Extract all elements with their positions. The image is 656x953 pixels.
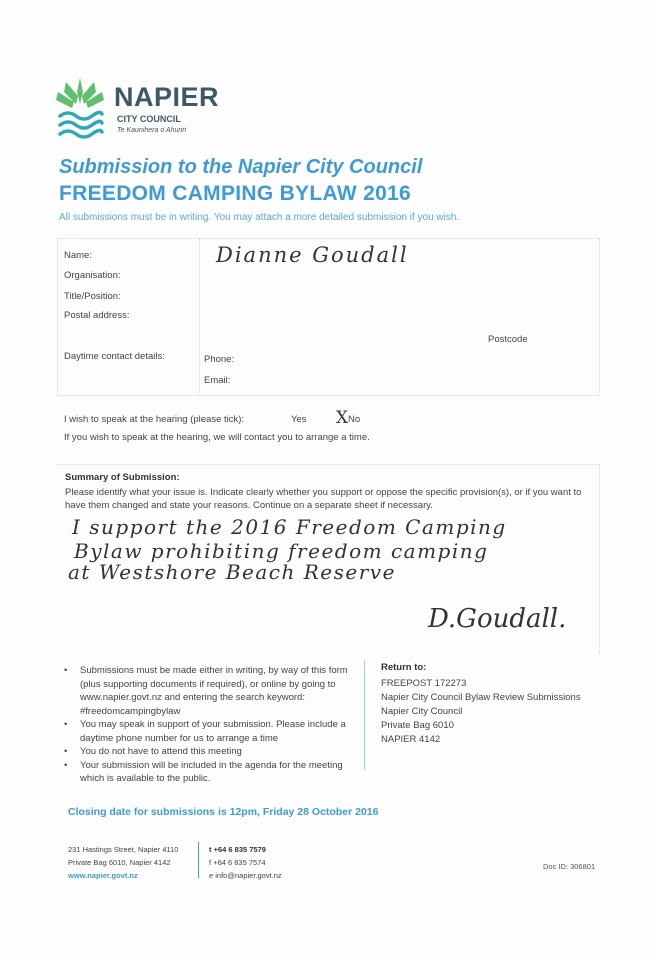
footer-email: e info@napier.govt.nz — [209, 869, 282, 882]
footer-contacts: t +64 6 835 7579 f +64 6 835 7574 e info… — [209, 843, 282, 882]
return-line: Napier City Council — [381, 706, 463, 717]
footer-fax-value: +64 6 835 7574 — [213, 858, 266, 867]
logo-subtitle: CITY COUNCIL — [117, 114, 181, 124]
doc-id: Doc ID: 306801 — [543, 862, 596, 871]
logo-tagline: Te Kaunihera o Ahuriri — [117, 127, 187, 134]
postal-address-label: Postal address: — [64, 310, 130, 321]
footer-phone-prefix: t — [209, 845, 212, 854]
email-label: Email: — [204, 375, 231, 386]
left-divider — [57, 238, 58, 394]
footer-email-value[interactable]: info@napier.govt.nz — [215, 871, 282, 880]
footer-fax: f +64 6 835 7574 — [209, 856, 282, 869]
info-bullet: Your submission will be included in the … — [64, 759, 354, 786]
phone-label: Phone: — [204, 354, 235, 365]
footer-phone: t +64 6 835 7579 — [209, 843, 282, 856]
handwritten-line-3[interactable]: at Westshore Beach Reserve — [68, 560, 396, 584]
postcode-label: Postcode — [488, 334, 528, 345]
footer-address-line: 231 Hastings Street, Napier 4110 — [68, 845, 179, 854]
title-position-label: Title/Position: — [64, 291, 121, 302]
footer-divider — [198, 842, 199, 878]
summary-section — [57, 464, 600, 655]
return-address: FREEPOST 172273 Napier City Council Byla… — [381, 677, 581, 747]
handwritten-line-2[interactable]: Bylaw prohibiting freedom camping — [74, 539, 489, 563]
info-bullets: Submissions must be made either in writi… — [64, 664, 354, 786]
logo-name: NAPIER — [114, 82, 220, 112]
speak-tick-mark: X — [336, 408, 349, 428]
name-label: Name: — [64, 250, 92, 261]
napier-logo-icon — [56, 78, 104, 139]
form-title: Submission to the Napier City Council — [59, 156, 423, 178]
name-field[interactable]: Dianne Goudall — [216, 243, 409, 267]
info-bullet: You do not have to attend this meeting — [64, 745, 354, 759]
intro-text: All submissions must be in writing. You … — [59, 212, 460, 223]
footer-fax-prefix: f — [209, 858, 212, 867]
info-bullet: Submissions must be made either in writi… — [64, 664, 354, 718]
daytime-contact-label: Daytime contact details: — [64, 351, 165, 362]
speak-yes-option[interactable]: Yes — [291, 414, 307, 425]
summary-right-divider — [599, 464, 600, 654]
form-subtitle: FREEDOM CAMPING BYLAW 2016 — [59, 182, 412, 205]
return-divider — [364, 660, 365, 770]
info-bullet: You may speak in support of your submiss… — [64, 718, 354, 745]
footer-email-prefix: e — [209, 871, 214, 880]
closing-date: Closing date for submissions is 12pm, Fr… — [68, 806, 379, 818]
return-line: FREEPOST 172273 — [381, 678, 467, 689]
footer-address: 231 Hastings Street, Napier 4110 Private… — [68, 843, 178, 882]
summary-instructions: Please identify what your issue is. Indi… — [65, 487, 582, 511]
return-line: Private Bag 6010 — [381, 720, 454, 731]
return-line: NAPIER 4142 — [381, 734, 441, 745]
handwritten-line-1[interactable]: I support the 2016 Freedom Camping — [72, 515, 507, 539]
speak-question: I wish to speak at the hearing (please t… — [64, 414, 245, 425]
right-divider — [599, 238, 600, 394]
label-divider — [199, 238, 200, 394]
footer-website-link[interactable]: www.napier.govt.nz — [68, 871, 138, 880]
contact-details-section — [57, 238, 600, 396]
speak-note: If you wish to speak at the hearing, we … — [64, 432, 370, 443]
summary-title: Summary of Submission: — [65, 472, 180, 483]
footer-address-line: Private Bag 6010, Napier 4142 — [68, 858, 171, 867]
return-title: Return to: — [381, 662, 427, 673]
return-line: Napier City Council Bylaw Review Submiss… — [381, 692, 581, 703]
footer-phone-value: +64 6 835 7579 — [213, 845, 266, 854]
organisation-label: Organisation: — [64, 270, 121, 281]
speak-no-option[interactable]: No — [348, 414, 361, 425]
signature: D.Goudall. — [428, 604, 567, 634]
